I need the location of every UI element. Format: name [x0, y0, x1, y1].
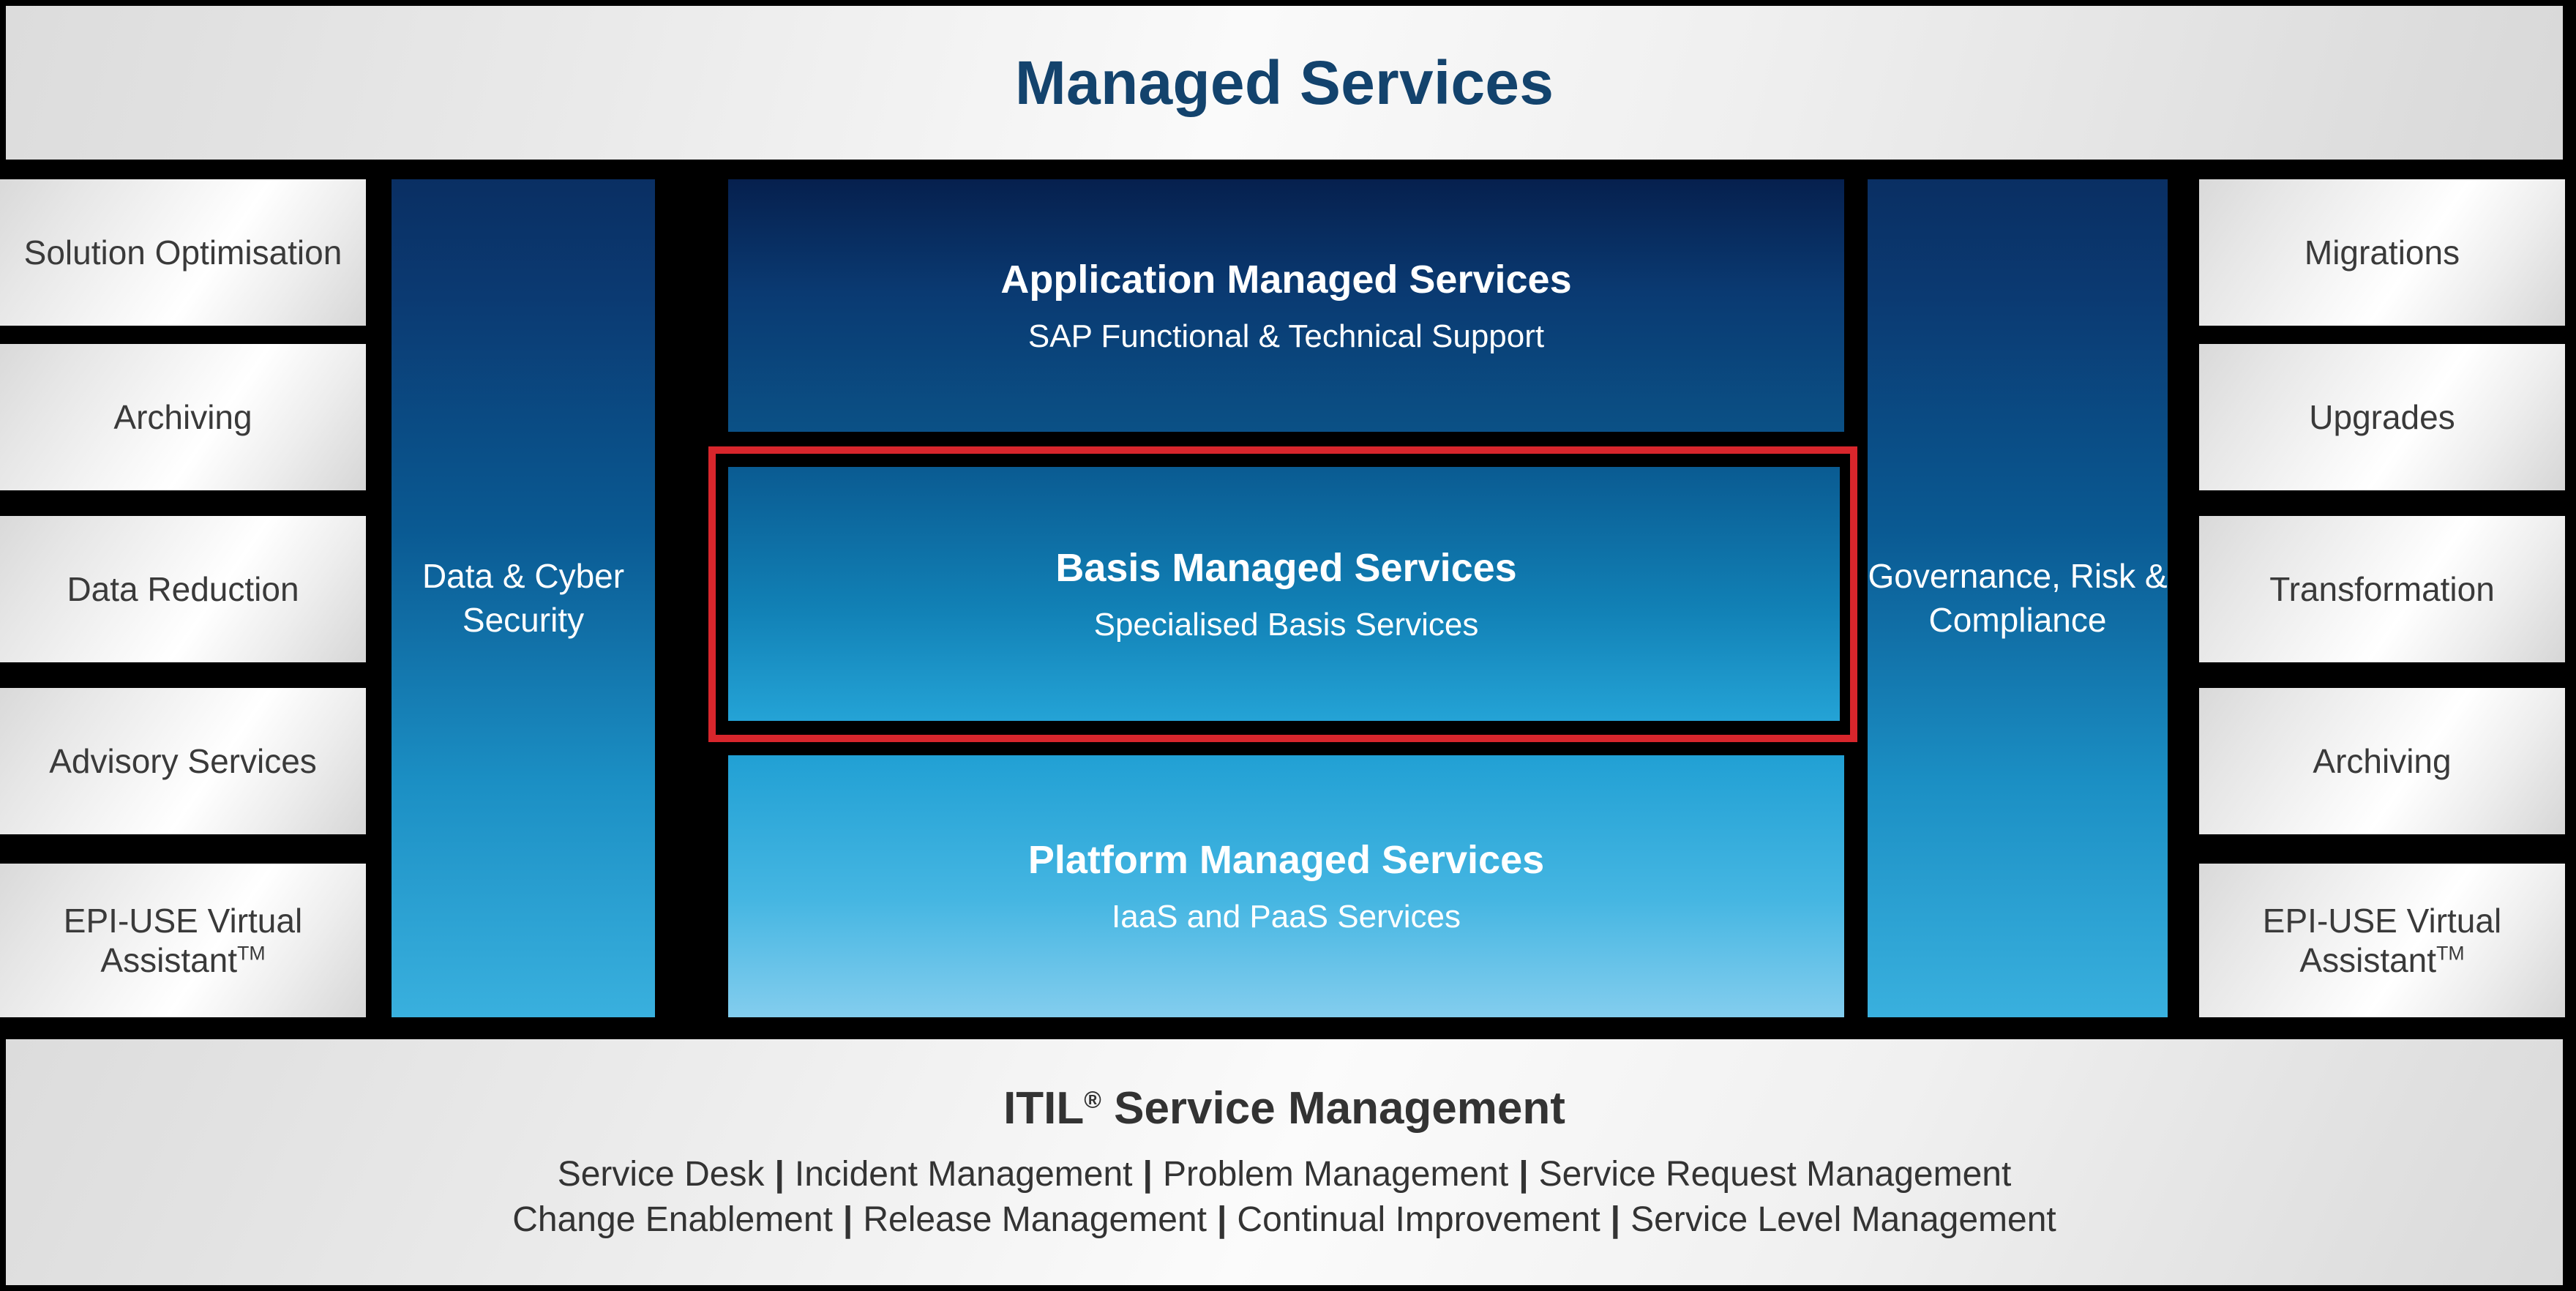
right-card-epi-use-virtual-assistant[interactable]: EPI-USE Virtual AssistantTM [2199, 864, 2565, 1017]
center-card-basis-managed-services[interactable]: Basis Managed Services Specialised Basis… [728, 467, 1844, 721]
left-card-epi-use-virtual-assistant[interactable]: EPI-USE Virtual AssistantTM [0, 864, 366, 1017]
center-card-title-0: Application Managed Services [1000, 257, 1572, 302]
page-title: Managed Services [1014, 48, 1554, 117]
left-card-label-1: Archiving [113, 397, 252, 436]
center-card-platform-managed-services[interactable]: Platform Managed Services IaaS and PaaS … [728, 755, 1844, 1017]
footer-item: Incident Management [794, 1155, 1133, 1194]
right-card-migrations[interactable]: Migrations [2199, 179, 2565, 326]
left-card-advisory-services[interactable]: Advisory Services [0, 688, 366, 834]
right-card-label-0: Migrations [2304, 233, 2460, 272]
footer-separator: | [774, 1155, 785, 1194]
pillar-label-governance-risk-compliance: Governance, Risk & Compliance [1868, 556, 2168, 639]
footer-separator: | [842, 1200, 853, 1239]
footer-row-2: Change Enablement|Release Management|Con… [512, 1197, 2056, 1242]
right-card-label-2: Transformation [2269, 569, 2495, 608]
footer-separator: | [1216, 1200, 1227, 1239]
footer-separator: | [1610, 1200, 1621, 1239]
left-card-label-2: Data Reduction [67, 569, 299, 608]
footer-row-1: Service Desk|Incident Management|Problem… [558, 1152, 2012, 1197]
footer-item: Release Management [863, 1200, 1207, 1239]
center-card-subtitle-0: SAP Functional & Technical Support [1027, 318, 1545, 354]
pillar-data-cyber-security[interactable]: Data & Cyber Security [392, 179, 655, 1017]
right-card-label-3: Archiving [2313, 741, 2452, 780]
right-card-label-4: EPI-USE Virtual AssistantTM [2262, 901, 2502, 979]
right-card-archiving[interactable]: Archiving [2199, 688, 2565, 834]
footer-title-itil: ITIL [1003, 1083, 1085, 1134]
left-card-archiving[interactable]: Archiving [0, 344, 366, 490]
left-card-label-3: Advisory Services [49, 741, 317, 780]
trademark-symbol: TM [2436, 942, 2465, 965]
center-card-application-managed-services[interactable]: Application Managed Services SAP Functio… [728, 179, 1844, 432]
header-panel: Managed Services [6, 6, 2563, 160]
center-card-subtitle-1: Specialised Basis Services [1093, 606, 1479, 643]
footer-item: Continual Improvement [1237, 1200, 1600, 1239]
footer-panel: ITIL® Service Management Service Desk|In… [6, 1039, 2563, 1285]
footer-title: ITIL® Service Management [1003, 1082, 1565, 1134]
footer-separator: | [1142, 1155, 1153, 1194]
footer-separator: | [1519, 1155, 1529, 1194]
left-card-solution-optimisation[interactable]: Solution Optimisation [0, 179, 366, 326]
trademark-symbol: TM [237, 942, 266, 965]
center-card-title-2: Platform Managed Services [1027, 838, 1545, 882]
footer-item: Change Enablement [512, 1200, 833, 1239]
center-card-subtitle-2: IaaS and PaaS Services [1112, 899, 1461, 935]
footer-item: Service Desk [557, 1155, 765, 1194]
right-card-label-1: Upgrades [2309, 397, 2455, 436]
left-card-label-4: EPI-USE Virtual AssistantTM [63, 901, 303, 979]
footer-title-rest: Service Management [1101, 1083, 1565, 1134]
right-card-transformation[interactable]: Transformation [2199, 516, 2565, 662]
registered-icon: ® [1084, 1086, 1101, 1113]
left-card-label-0: Solution Optimisation [23, 233, 342, 272]
pillar-governance-risk-compliance[interactable]: Governance, Risk & Compliance [1868, 179, 2168, 1017]
footer-item: Problem Management [1162, 1155, 1509, 1194]
footer-item: Service Request Management [1538, 1155, 2012, 1194]
center-card-title-1: Basis Managed Services [1055, 545, 1517, 590]
left-card-data-reduction[interactable]: Data Reduction [0, 516, 366, 662]
right-card-upgrades[interactable]: Upgrades [2199, 344, 2565, 490]
pillar-label-data-cyber-security: Data & Cyber Security [422, 556, 625, 639]
footer-item: Service Level Management [1630, 1200, 2056, 1239]
